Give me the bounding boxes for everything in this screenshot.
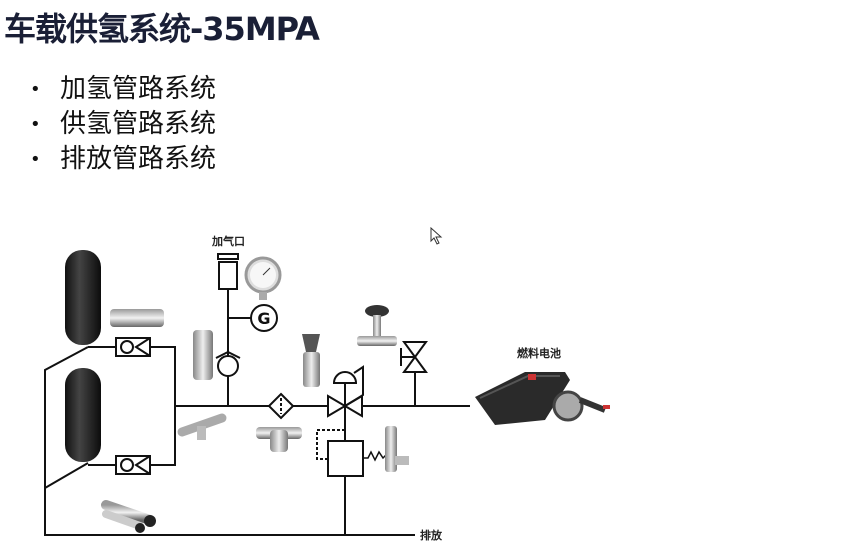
bullet-dot-icon: •	[30, 149, 41, 170]
fuel-cell-photo	[475, 372, 610, 425]
fill-check-valve-icon	[215, 350, 241, 377]
regulator-photo	[302, 334, 320, 387]
manual-valve-icon	[400, 341, 428, 373]
mouse-cursor-icon	[430, 227, 443, 245]
bullet-text: 加氢管路系统	[60, 74, 217, 104]
vent-label: 排放	[420, 528, 443, 541]
pressure-regulator-icon	[327, 365, 364, 418]
relief-valve-photo	[385, 426, 409, 472]
check-valve-photo	[193, 330, 213, 380]
hydrogen-tank-icon	[65, 368, 101, 462]
filter-photo	[256, 427, 302, 452]
bullet-text: 排放管路系统	[60, 144, 217, 174]
bullet-item: • 供氢管路系统	[30, 107, 216, 142]
fuel-cell-label: 燃料电池	[516, 346, 561, 360]
tubing-photo	[101, 500, 156, 533]
bullet-list: • 加氢管路系统 • 供氢管路系统 • 排放管路系统	[30, 72, 216, 177]
tank-pipes	[88, 346, 176, 466]
check-valve-icon	[115, 455, 151, 475]
needle-valve-photo	[357, 305, 397, 346]
bullet-text: 供氢管路系统	[60, 109, 217, 139]
bullet-item: • 加氢管路系统	[30, 72, 216, 107]
fill-port-icon	[217, 253, 239, 290]
fitting-photo	[110, 309, 164, 327]
relief-valve-icon	[316, 429, 387, 477]
check-valve-icon	[115, 337, 151, 357]
vent-loop-pipe	[44, 346, 415, 536]
hydrogen-tank-icon	[65, 250, 101, 345]
tee-fitting-photo	[177, 413, 227, 440]
bullet-dot-icon: •	[30, 79, 41, 100]
bullet-item: • 排放管路系统	[30, 142, 216, 177]
pressure-gauge-photo	[244, 256, 282, 300]
filter-icon	[267, 392, 295, 420]
gauge-symbol-icon	[250, 304, 278, 332]
slide-title: 车载供氢系统-35MPA	[4, 10, 320, 48]
fill-port-label: 加气口	[211, 234, 245, 248]
bullet-dot-icon: •	[30, 114, 41, 135]
fill-line	[227, 289, 251, 406]
gauge-symbol-label: G	[257, 309, 270, 328]
